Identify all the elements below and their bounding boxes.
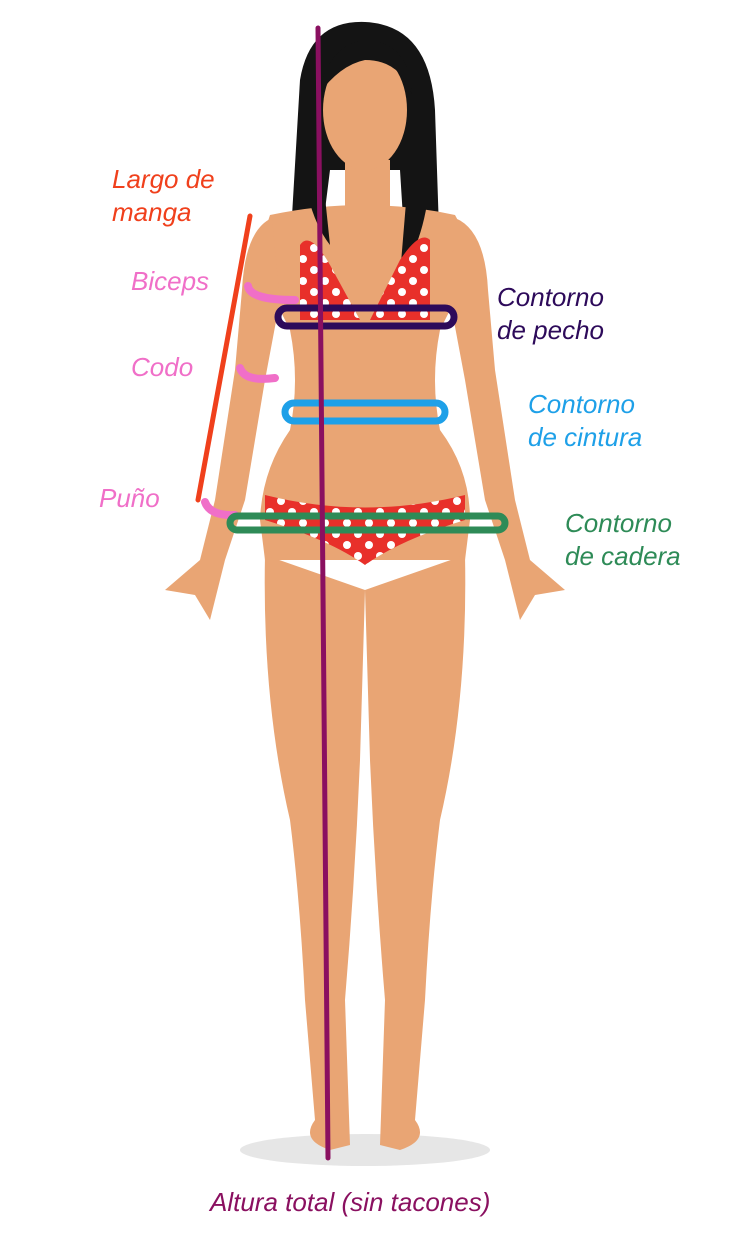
biceps-ring	[244, 282, 299, 304]
label-biceps: Biceps	[131, 266, 210, 296]
label-elbow: Codo	[131, 352, 194, 382]
elbow-ring	[236, 364, 279, 383]
sleeve-length-line	[195, 213, 253, 503]
label-height: Altura total (sin tacones)	[210, 1187, 491, 1217]
height-line	[315, 25, 331, 1161]
measurement-lines	[195, 25, 509, 1161]
chest-ring	[274, 304, 458, 330]
floor-shadow	[240, 1134, 490, 1166]
body	[165, 21, 565, 1150]
waist-ring	[281, 399, 449, 425]
label-hip: Contorno de cadera	[565, 508, 681, 571]
label-wrist: Puño	[99, 483, 160, 513]
label-chest: Contorno de pecho	[497, 282, 604, 345]
label-sleeve-length: Largo de manga	[112, 164, 215, 227]
hip-ring	[226, 512, 509, 534]
label-waist: Contorno de cintura	[528, 389, 643, 452]
